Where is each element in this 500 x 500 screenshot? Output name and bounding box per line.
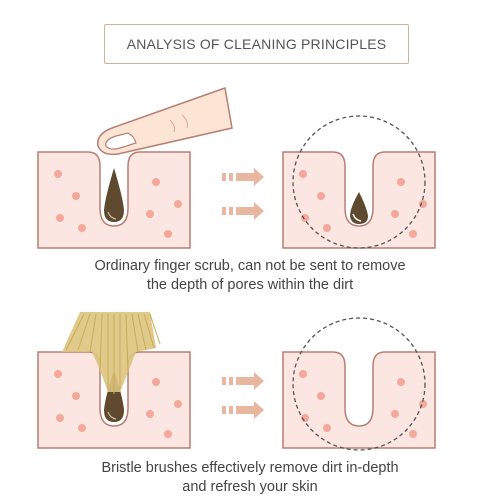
title-box: ANALYSIS OF CLEANING PRINCIPLES [104, 24, 409, 64]
page-title: ANALYSIS OF CLEANING PRINCIPLES [126, 36, 387, 52]
skin-panel-before [37, 151, 191, 249]
skin-panel-after [282, 317, 436, 451]
finger-illustration [97, 86, 233, 156]
caption-line: Ordinary finger scrub, can not be sent t… [94, 258, 406, 274]
dirt-blob [104, 168, 124, 222]
caption-line: Bristle brushes effectively remove dirt … [101, 460, 399, 476]
caption-line: the depth of pores within the dirt [146, 277, 354, 293]
caption-finger: Ordinary finger scrub, can not be sent t… [40, 257, 460, 295]
skin-panel-after [282, 115, 436, 249]
residual-dirt [350, 192, 368, 224]
caption-bristle: Bristle brushes effectively remove dirt … [40, 459, 460, 497]
zoom-circle [292, 115, 426, 249]
section-bristle [37, 312, 436, 451]
section-finger [37, 86, 436, 249]
bristle-brush [62, 312, 161, 394]
caption-line: and refresh your skin [182, 479, 318, 495]
arrows-2 [222, 372, 264, 419]
zoom-circle [292, 317, 426, 451]
arrows-1 [222, 168, 264, 220]
dirt-blob [104, 370, 124, 422]
